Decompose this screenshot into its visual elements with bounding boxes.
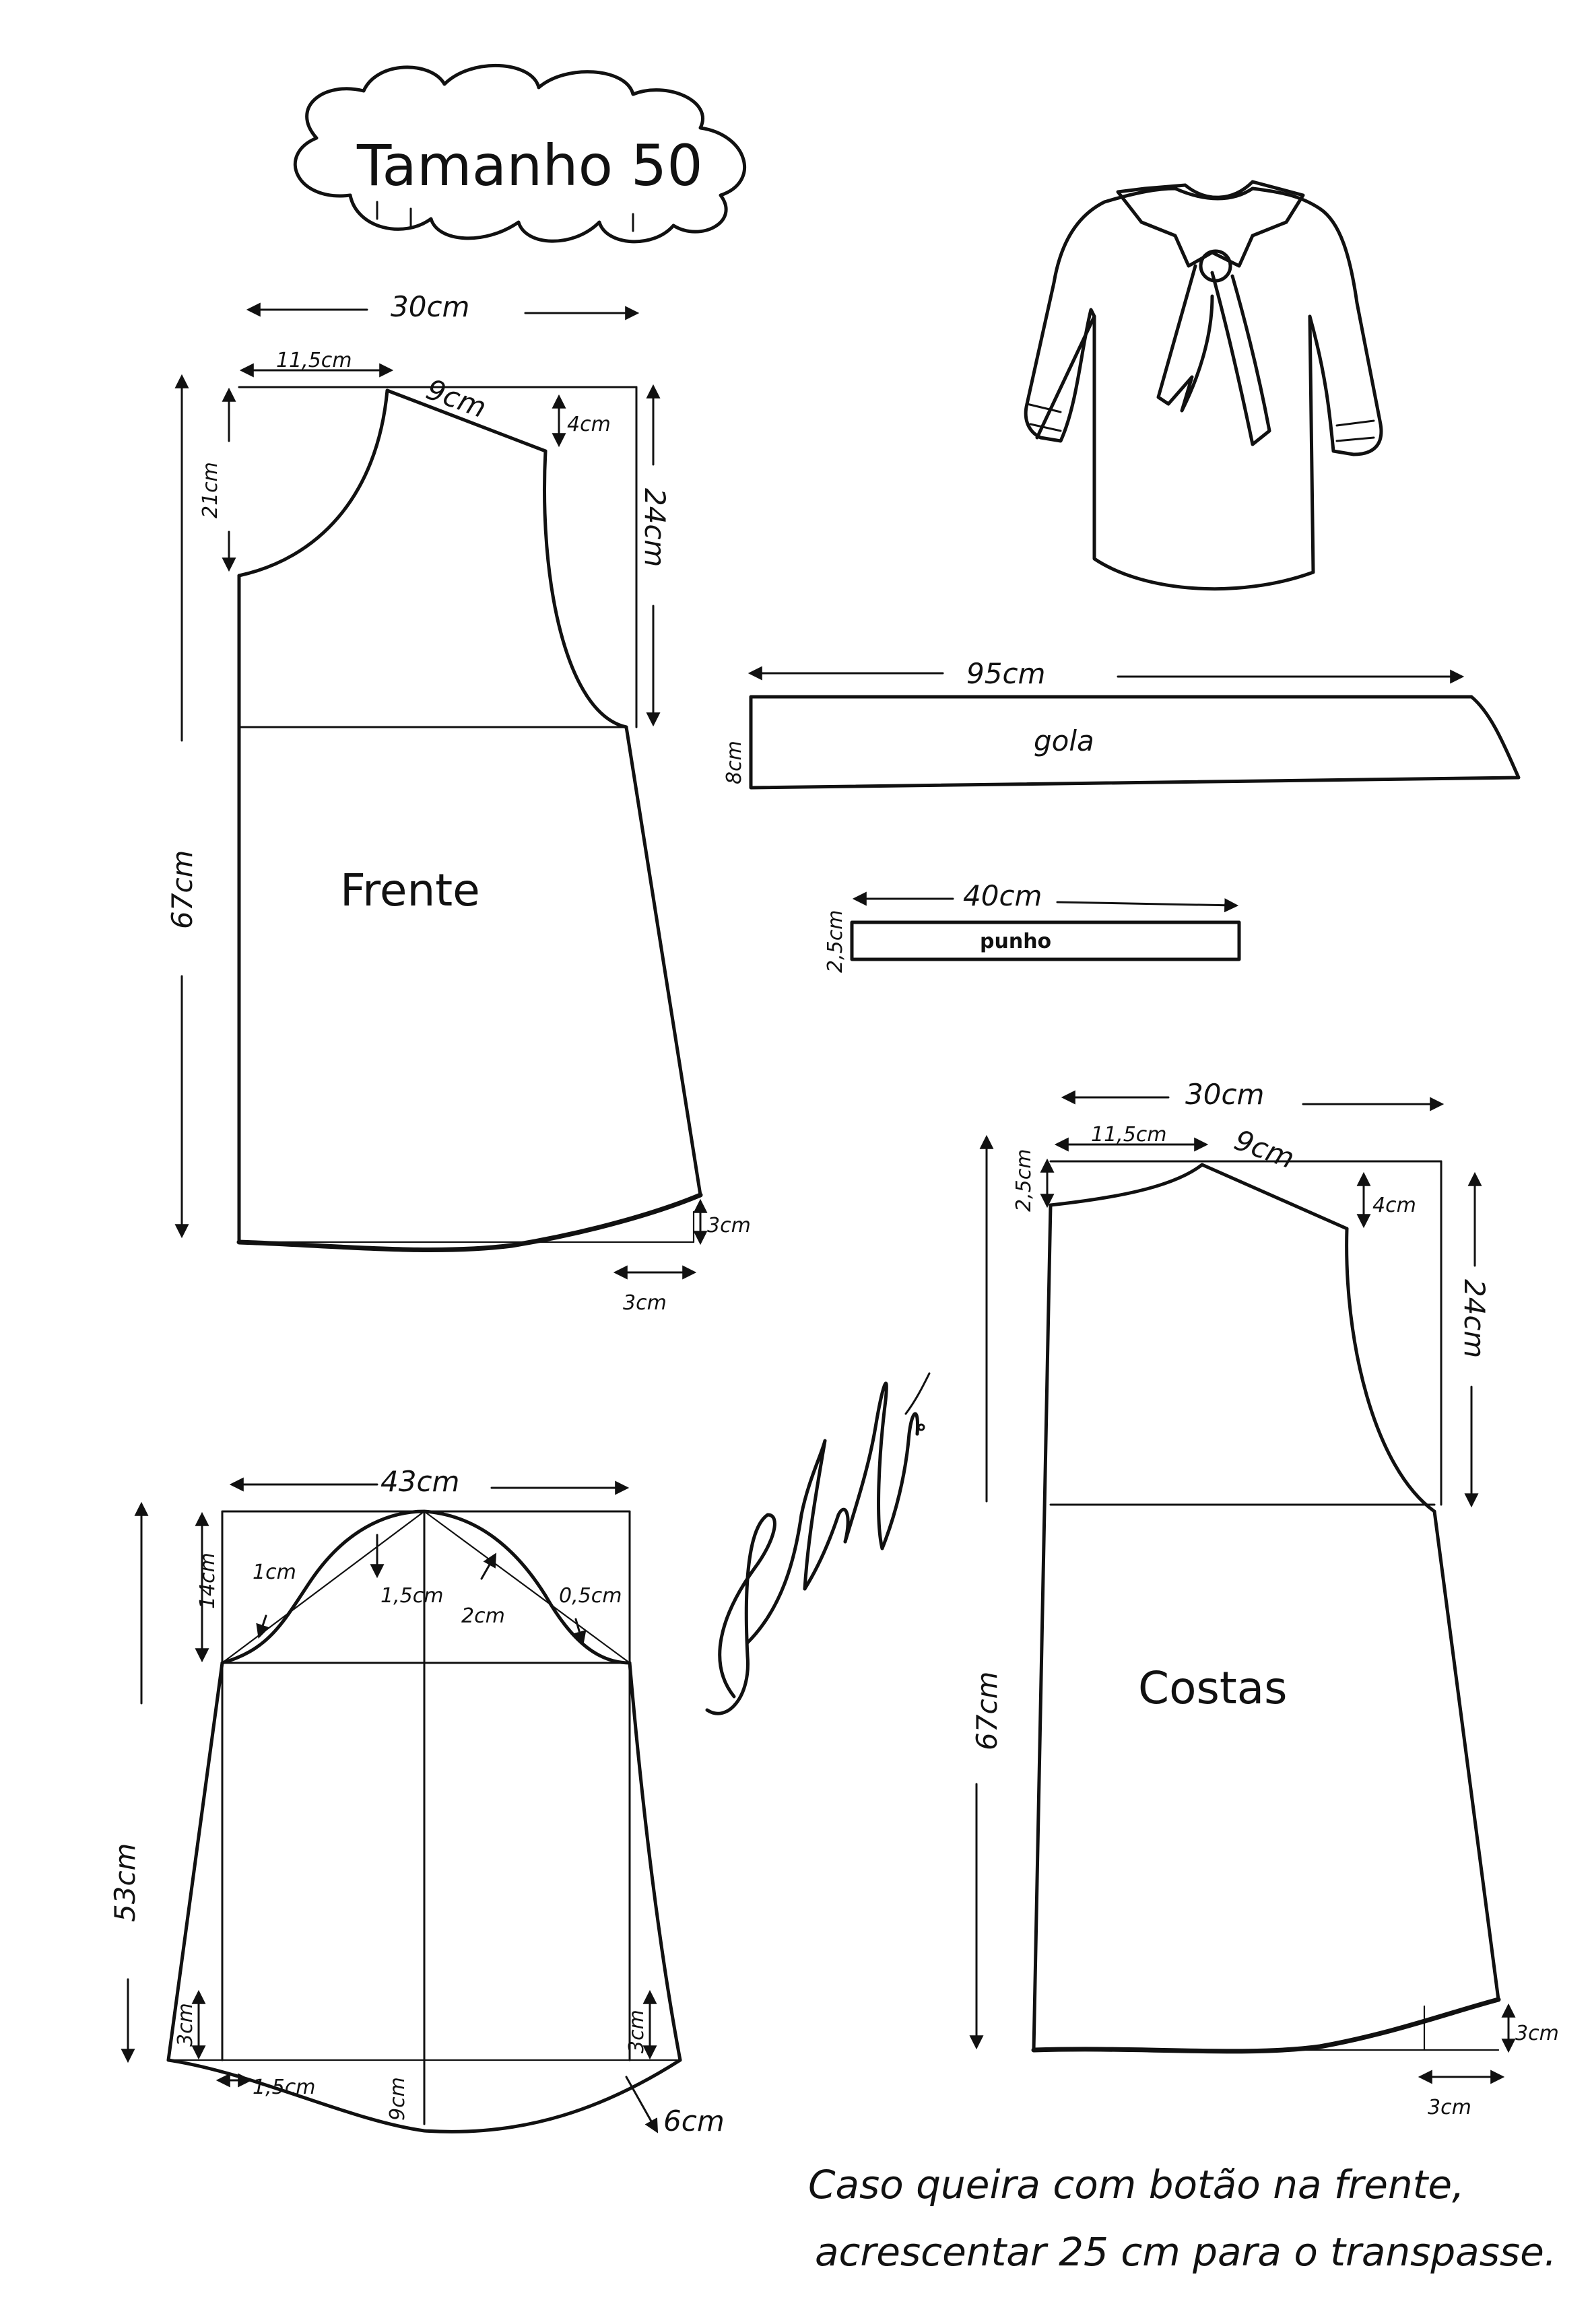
manga-cap-4-label: 0,5cm bbox=[559, 1584, 622, 1608]
manga-width-label: 43cm bbox=[380, 1465, 459, 1498]
note-line-1: Caso queira com botão na frente, bbox=[808, 2162, 1465, 2208]
frente-shoulder-drop-label: 4cm bbox=[567, 413, 611, 436]
punho-piece: 40cm 2,5cm punho bbox=[824, 879, 1241, 973]
frente-neck-width-label: 11,5cm bbox=[276, 349, 352, 372]
costas-label: Costas bbox=[1138, 1662, 1288, 1714]
manga-cap-1-label: 1cm bbox=[253, 1561, 296, 1584]
frente-length-label: 67cm bbox=[166, 850, 199, 929]
manga-cap-height-label: 14cm bbox=[196, 1552, 220, 1609]
punho-height-label: 2,5cm bbox=[824, 910, 847, 973]
costas-hem-out-label: 3cm bbox=[1428, 2096, 1471, 2119]
costas-armhole-label: 24cm bbox=[1458, 1279, 1491, 1358]
frente-hem-out-label: 3cm bbox=[623, 1291, 667, 1315]
punho-label: punho bbox=[980, 930, 1051, 953]
costas-neck-width-label: 11,5cm bbox=[1091, 1123, 1167, 1147]
manga-hem-right-label: 3cm bbox=[625, 2010, 649, 2053]
manga-hem-inset-label: 1,5cm bbox=[253, 2076, 315, 2099]
costas-hem-rise-label: 3cm bbox=[1515, 2022, 1559, 2045]
gola-label: gola bbox=[1034, 724, 1094, 757]
manga-cap-3-label: 2cm bbox=[461, 1604, 505, 1628]
manga-hem-center-label: 9cm bbox=[386, 2077, 409, 2121]
manga-hem-left-label: 3cm bbox=[174, 2003, 197, 2047]
note-line-2: acrescentar 25 cm para o transpasse. bbox=[815, 2229, 1556, 2275]
costas-shoulder-drop-label: 4cm bbox=[1372, 1194, 1416, 1217]
blouse-illustration bbox=[1024, 180, 1383, 591]
gola-length-label: 95cm bbox=[966, 657, 1045, 690]
signature bbox=[705, 1372, 931, 1715]
manga-hem-point-label: 6cm bbox=[663, 2105, 725, 2138]
gola-height-label: 8cm bbox=[723, 741, 746, 784]
frente-neck-depth-label: 21cm bbox=[199, 462, 222, 518]
frente-armhole-label: 24cm bbox=[638, 488, 671, 567]
frente-width-label: 30cm bbox=[391, 290, 469, 323]
frente-piece: Frente 30cm 11,5cm 9cm 4cm 21cm 24cm 67c… bbox=[166, 290, 751, 1315]
frente-label: Frente bbox=[340, 864, 480, 916]
manga-length-label: 53cm bbox=[108, 1843, 141, 1922]
costas-shoulder-label: 9cm bbox=[1230, 1123, 1299, 1175]
costas-length-label: 67cm bbox=[970, 1672, 1003, 1750]
punho-length-label: 40cm bbox=[963, 879, 1042, 912]
gola-piece: 95cm 8cm gola bbox=[723, 657, 1521, 790]
costas-width-label: 30cm bbox=[1185, 1078, 1264, 1111]
costas-neck-depth-label: 2,5cm bbox=[1012, 1149, 1036, 1212]
page-title: Tamanho 50 bbox=[356, 133, 703, 199]
frente-hem-rise-label: 3cm bbox=[707, 1214, 751, 1237]
costas-piece: Costas 30cm 11,5cm 2,5cm 9cm 4cm 24cm 67… bbox=[969, 1078, 1559, 2119]
title-cloud: Tamanho 50 bbox=[294, 64, 747, 244]
manga-piece: 43cm 14cm 53cm 1cm 1,5cm 2cm 0,5cm 3cm 3… bbox=[108, 1465, 725, 2138]
note: Caso queira com botão na frente, acresce… bbox=[808, 2162, 1556, 2275]
manga-cap-2-label: 1,5cm bbox=[380, 1584, 443, 1608]
